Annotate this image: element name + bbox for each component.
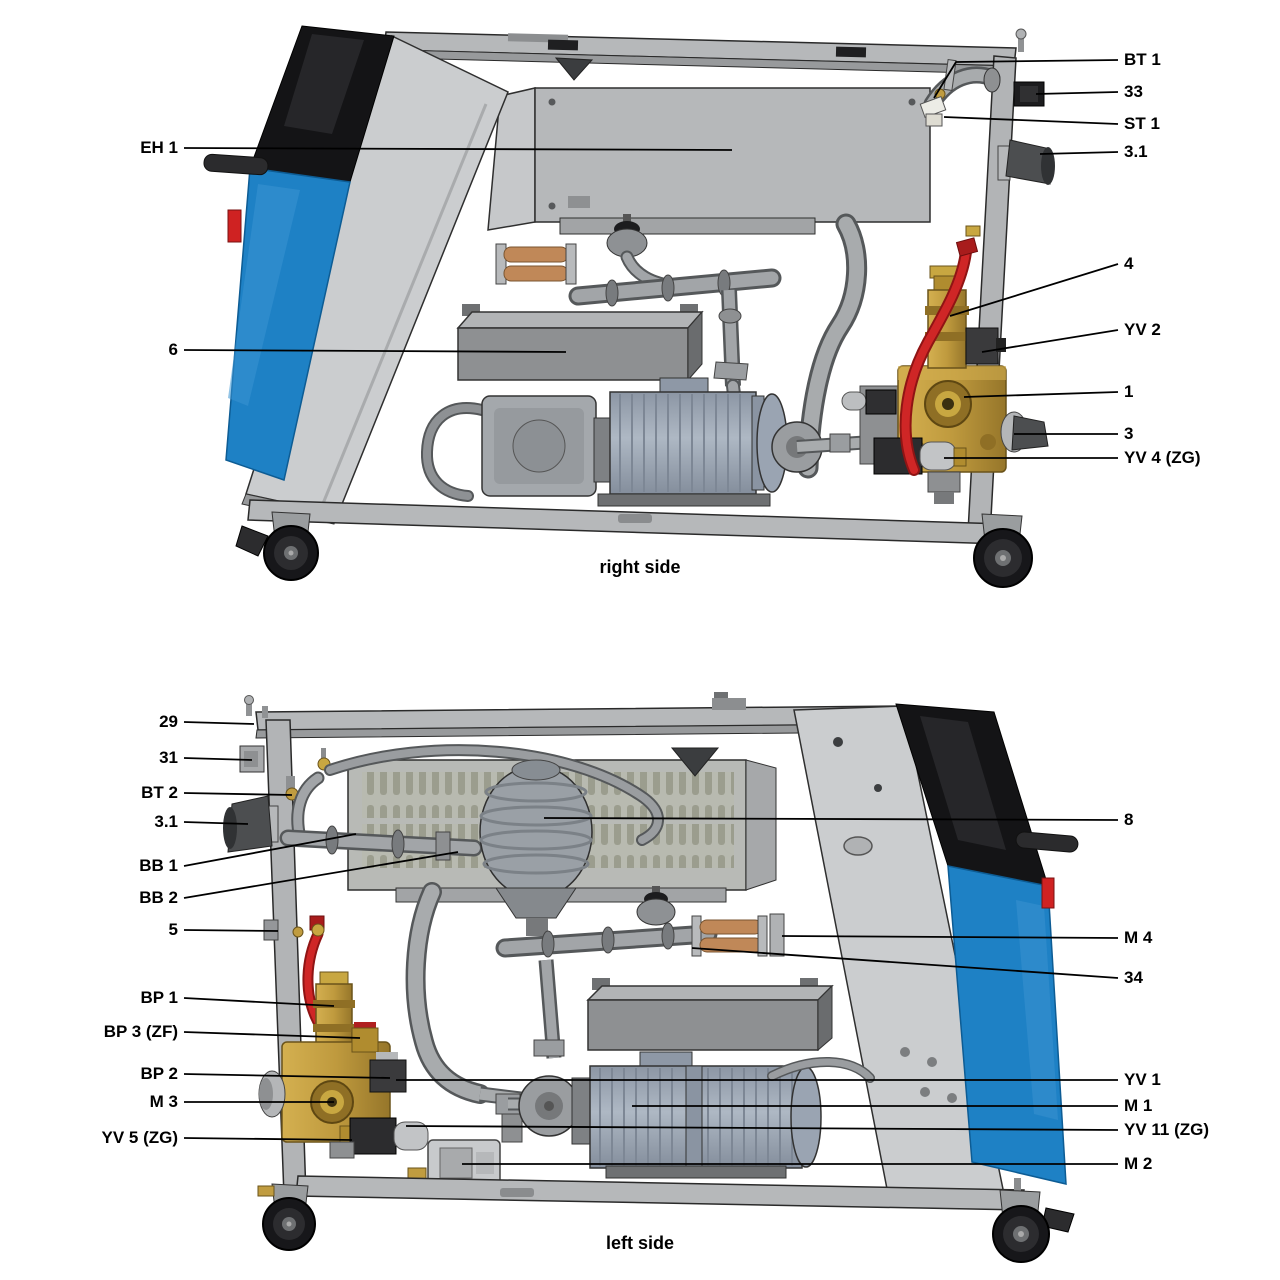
- side-panel-left-view: [793, 703, 1079, 1195]
- callout-eh1: EH 1: [140, 138, 178, 157]
- callout-8: 8: [1124, 810, 1134, 829]
- damper-3-1-right: [997, 139, 1055, 185]
- callout-m2: M 2: [1124, 1154, 1153, 1173]
- caption-right-side: right side: [599, 557, 681, 577]
- brass-pump-assembly-left-view: [258, 915, 429, 1159]
- wheel-front-right-view: [235, 511, 319, 581]
- damper-3: [1000, 411, 1049, 453]
- handle: [203, 153, 269, 176]
- wheel-rear-right-view: [973, 513, 1033, 588]
- callout-3-1-left: 3.1: [154, 812, 178, 831]
- caption-left-side: left side: [605, 1233, 675, 1253]
- callout-4: 4: [1124, 254, 1134, 273]
- damper-3-1-left: [223, 795, 279, 853]
- fitting-bp3-zf: [351, 1022, 379, 1053]
- red-clip: [227, 209, 242, 243]
- callout-m1: M 1: [1124, 1096, 1153, 1115]
- sensor-5-fitting: [292, 926, 304, 938]
- wheel-front-left-view: [257, 1183, 316, 1251]
- callout-31: 31: [159, 748, 178, 767]
- callout-bt1: BT 1: [1124, 50, 1161, 69]
- handle: [1015, 831, 1079, 853]
- callout-yv1: YV 1: [1124, 1070, 1161, 1089]
- cooler-34: [586, 978, 834, 1052]
- copper-cylinder: [699, 919, 763, 935]
- callout-3-1-right: 3.1: [1124, 142, 1148, 161]
- frame-top-rail-left-view: [244, 692, 907, 739]
- sensor-cluster-top-left: [223, 744, 664, 936]
- callout-29: 29: [159, 712, 178, 731]
- callout-1: 1: [1124, 382, 1134, 401]
- callout-bp1: BP 1: [140, 988, 179, 1007]
- callout-5: 5: [168, 920, 178, 939]
- bracket-m4: [769, 913, 785, 957]
- leader-lines-right-view: [183, 59, 1119, 459]
- sensor-cluster-top-right: [919, 59, 1055, 185]
- red-hose-right-view: [899, 225, 981, 476]
- wheel-rear-left-view: [992, 1178, 1075, 1263]
- callout-33: 33: [1124, 82, 1143, 101]
- frame-bottom-right-view: [235, 499, 1033, 588]
- callout-bp2: BP 2: [140, 1064, 179, 1083]
- callout-m4: M 4: [1124, 928, 1153, 947]
- callout-bp3-zf: BP 3 (ZF): [103, 1022, 178, 1041]
- callout-yv4-zg: YV 4 (ZG): [1124, 448, 1201, 467]
- motor-m1: [495, 1051, 875, 1179]
- copper-cylinder: [503, 265, 569, 282]
- callout-bb2: BB 2: [139, 888, 178, 907]
- ribbed-dome-8: [479, 759, 593, 936]
- side-panel-right-view: [203, 25, 509, 525]
- callout-yv2: YV 2: [1124, 320, 1161, 339]
- callout-34: 34: [1124, 968, 1143, 987]
- frame-top-rail-right-view: [383, 28, 1027, 81]
- callout-st1: ST 1: [1124, 114, 1160, 133]
- machine-right-side-view: [203, 25, 1055, 588]
- callout-bb1: BB 1: [139, 856, 178, 875]
- piping-center-left-view: [405, 882, 785, 1110]
- brass-pump-assembly-right-view: [841, 225, 1049, 504]
- callout-yv11-zg: YV 11 (ZG): [1124, 1120, 1210, 1139]
- callout-3: 3: [1124, 424, 1134, 443]
- leader-lines-left-view: [183, 721, 1119, 1165]
- frame-bottom-left-view: [257, 1175, 1075, 1263]
- machine-left-side-view: [223, 692, 1079, 1263]
- copper-cylinder: [503, 246, 569, 263]
- cooler-6: [456, 304, 704, 382]
- callout-m3: M 3: [149, 1092, 178, 1111]
- callout-6: 6: [168, 340, 178, 359]
- solenoid-yv1: [369, 1052, 407, 1093]
- solenoid-yv2: [965, 327, 1006, 365]
- red-clip: [1041, 877, 1055, 909]
- clamp-bb2: [435, 831, 451, 861]
- heater-box-eh1: [487, 87, 931, 235]
- clamp-29: [246, 702, 252, 716]
- callout-bt2: BT 2: [141, 783, 178, 802]
- callout-yv5-zg: YV 5 (ZG): [101, 1128, 178, 1147]
- piping-center-right-view: [495, 213, 868, 479]
